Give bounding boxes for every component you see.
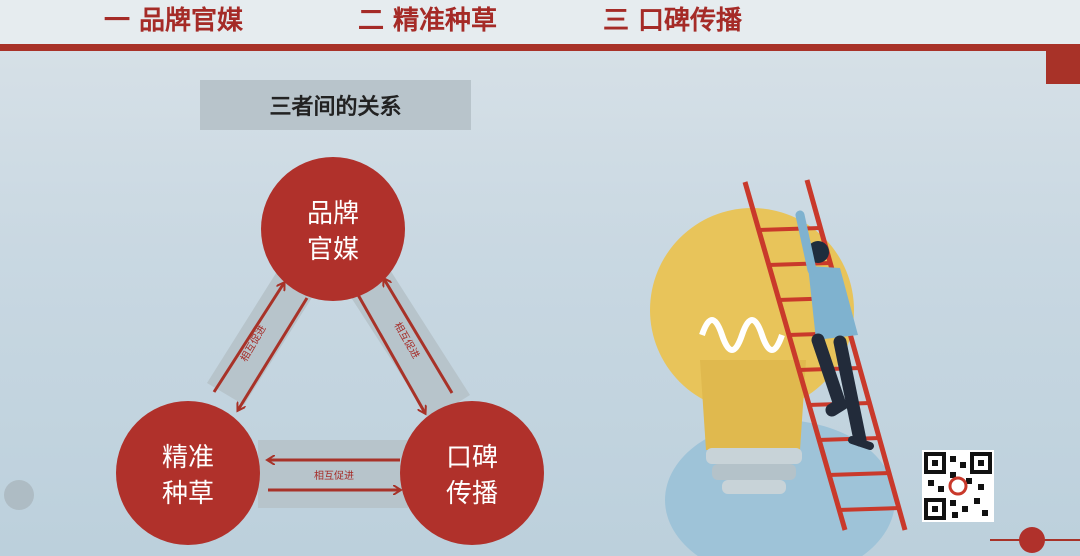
node-word-of-mouth-line1: 口碑 xyxy=(446,443,498,473)
node-precise-seeding-line2: 种草 xyxy=(162,479,214,509)
qr-code-icon xyxy=(922,450,994,522)
nav-item-word-of-mouth[interactable]: 三 口碑传播 xyxy=(603,6,743,36)
header-accent-block xyxy=(1046,44,1080,84)
connector-band-right xyxy=(345,262,470,420)
nav-item-brand-media[interactable]: 一 品牌官媒 xyxy=(104,6,244,36)
header-divider xyxy=(0,44,1080,51)
node-precise-seeding xyxy=(116,401,260,545)
nav-item-precise-seeding[interactable]: 二 精准种草 xyxy=(358,6,498,36)
arrow-top-to-left xyxy=(238,297,309,410)
node-brand-media-line2: 官媒 xyxy=(307,235,359,265)
node-word-of-mouth-line2: 传播 xyxy=(446,479,498,509)
top-navigation: 一 品牌官媒 二 精准种草 三 口碑传播 xyxy=(0,0,1080,44)
connector-band-bottom xyxy=(258,440,408,508)
arrow-label-bottom: 相互促进 xyxy=(314,469,354,482)
section-title: 三者间的关系 xyxy=(200,80,471,130)
arrow-left-to-top xyxy=(212,283,284,393)
lightbulb-ladder-illustration xyxy=(650,179,908,556)
node-brand-media xyxy=(261,157,405,301)
node-brand-media-line1: 品牌 xyxy=(307,199,359,229)
node-word-of-mouth xyxy=(400,401,544,545)
node-precise-seeding-line1: 精准 xyxy=(162,443,214,473)
connector-band-left xyxy=(207,262,318,405)
arrow-right-to-top xyxy=(384,279,454,394)
side-navigation-dot[interactable] xyxy=(4,480,34,510)
arrow-top-to-right xyxy=(355,292,425,413)
